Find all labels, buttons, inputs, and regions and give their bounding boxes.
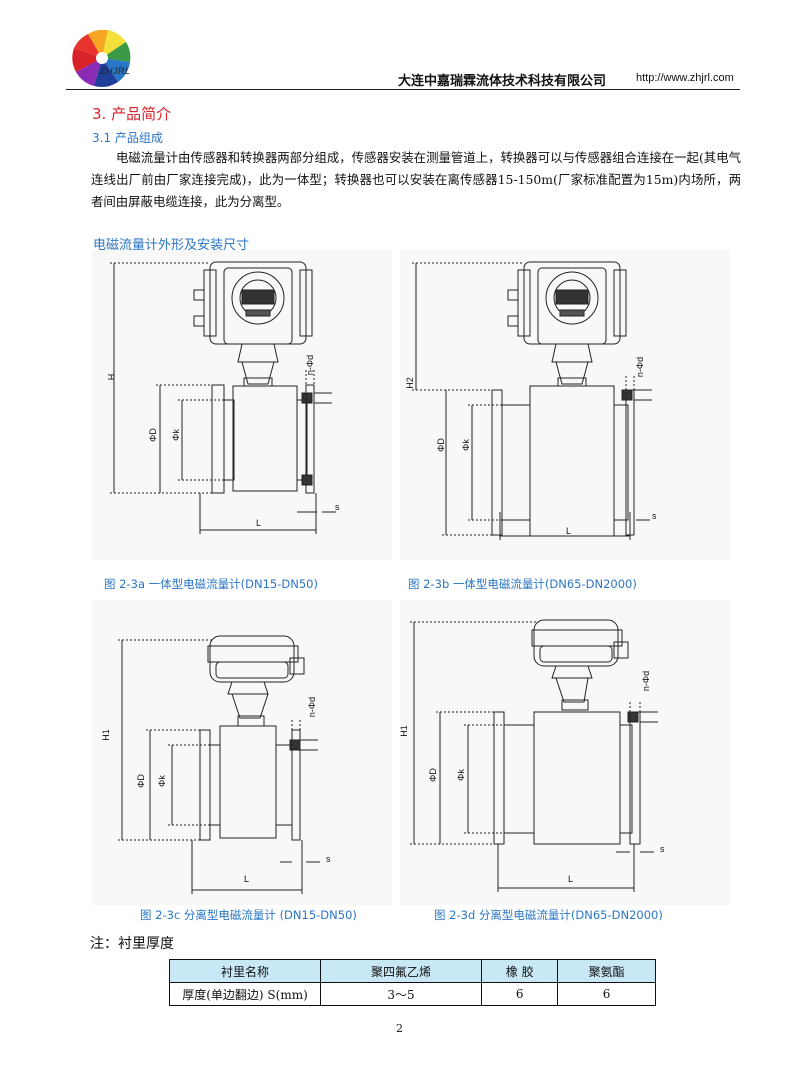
label-D-b: ΦD [435, 438, 446, 452]
table-cell: 厚度(单边翻边) S(mm) [169, 982, 321, 1006]
intro-paragraph: 电磁流量计由传感器和转换器两部分组成，传感器安装在测量管道上，转换器可以与传感器… [91, 150, 741, 209]
table-header-cell: 聚氨酯 [557, 959, 656, 983]
label-s-c: s [326, 854, 331, 864]
label-nd-b: n-Φd [635, 356, 646, 378]
label-s-d: s [660, 844, 665, 854]
caption-b: 图 2-3b 一体型电磁流量计(DN65-DN2000) [408, 577, 637, 591]
table-cell: 6 [481, 982, 559, 1006]
flowmeter-diagram-b [412, 261, 652, 540]
flowmeter-diagram-a [110, 261, 336, 534]
flowmeter-diagram-c [118, 635, 320, 894]
table-header-cell: 衬里名称 [169, 959, 321, 983]
label-nd-d: n-Φd [641, 670, 652, 692]
section-title: 3. 产品简介 [92, 105, 172, 123]
table-header-row: 衬里名称 聚四氟乙烯 橡 胶 聚氨酯 [169, 959, 656, 983]
label-L-c: L [244, 874, 250, 884]
table-row: 厚度(单边翻边) S(mm) 3～5 6 6 [169, 982, 656, 1006]
label-D-d: ΦD [427, 768, 438, 782]
label-H2: H2 [404, 377, 415, 389]
flowmeter-diagram-d [410, 619, 658, 892]
figures-title: 电磁流量计外形及安装尺寸 [93, 238, 250, 253]
header-divider [66, 89, 740, 90]
label-H1-d: H1 [398, 725, 409, 737]
label-nd-c: n-Φd [307, 696, 318, 718]
label-L-d: L [568, 874, 574, 884]
subsection-title: 3.1 产品组成 [92, 131, 163, 145]
figure-panel-c [92, 600, 392, 905]
label-nd-a: n-Φd [305, 354, 316, 376]
table-cell: 3～5 [319, 982, 483, 1006]
label-L-b: L [566, 526, 572, 536]
caption-a: 图 2-3a 一体型电磁流量计(DN15-DN50) [104, 577, 318, 591]
figure-panel-d [400, 600, 730, 905]
label-s-b: s [652, 511, 657, 521]
label-k-b: Φk [460, 439, 471, 451]
company-name: 大连中嘉瑞霖流体技术科技有限公司 [398, 74, 607, 89]
table-header-cell: 橡 胶 [481, 959, 559, 983]
label-k-d: Φk [455, 769, 466, 781]
label-L-a: L [256, 518, 262, 528]
caption-d: 图 2-3d 分离型电磁流量计(DN65-DN2000) [434, 908, 663, 922]
label-D-a: ΦD [147, 428, 158, 442]
lining-note-title: 注：衬里厚度 [90, 936, 174, 952]
label-k-c: Φk [156, 775, 167, 787]
company-logo [72, 30, 131, 87]
label-H1-c: H1 [100, 729, 111, 741]
page-number: 2 [396, 1022, 403, 1035]
label-H: H [106, 373, 117, 381]
label-D-c: ΦD [135, 774, 146, 788]
lining-thickness-table: 衬里名称 聚四氟乙烯 橡 胶 聚氨酯 厚度(单边翻边) S(mm) 3～5 6 … [169, 959, 656, 1006]
logo-text: ZHJRL [100, 66, 131, 76]
label-s-a: s [335, 502, 340, 512]
company-url[interactable]: http://www.zhjrl.com [636, 72, 734, 84]
caption-c: 图 2-3c 分离型电磁流量计 (DN15-DN50) [140, 908, 357, 922]
table-cell: 6 [557, 982, 656, 1006]
table-header-cell: 聚四氟乙烯 [319, 959, 483, 983]
label-k-a: Φk [170, 429, 181, 441]
